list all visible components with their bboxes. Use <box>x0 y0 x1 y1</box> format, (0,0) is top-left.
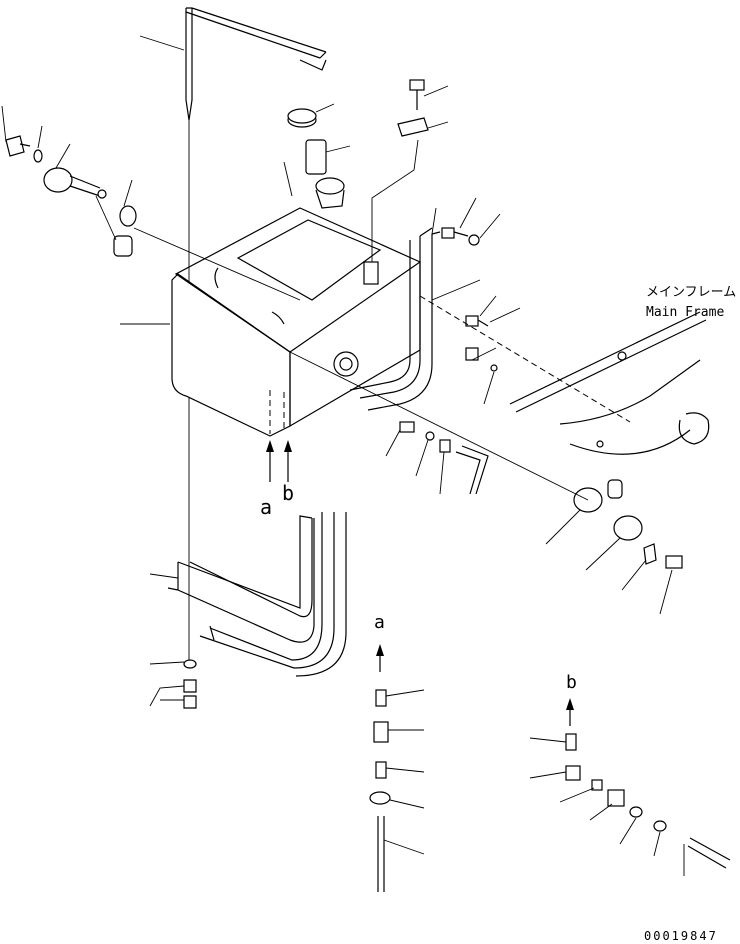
detail-a: a <box>369 612 391 892</box>
fuel-gauge-assembly <box>5 135 137 257</box>
clip-plate <box>397 117 429 137</box>
right-hardware <box>441 227 498 372</box>
right-tank-strap <box>349 227 441 411</box>
main-frame: メインフレーム Main Frame <box>419 285 736 455</box>
detail-b-label: b <box>566 672 577 693</box>
detail-b: b <box>565 672 731 869</box>
drawing-number: 00019847 <box>644 929 718 943</box>
tank-callout-arrows: a b <box>260 440 294 519</box>
main-frame-label-jp: メインフレーム <box>646 285 736 300</box>
detail-a-label: a <box>374 612 385 633</box>
filler-cap-assembly <box>287 108 345 209</box>
callout-b-label: b <box>282 481 294 505</box>
leader-bracket-plate <box>371 139 419 262</box>
leader-lines <box>1 35 685 876</box>
top-strap-bracket <box>185 7 327 121</box>
callout-a-label: a <box>260 495 272 519</box>
bracket-plate <box>363 261 379 285</box>
washer-nut-stack <box>183 659 197 709</box>
lower-tank-bracket <box>167 512 347 677</box>
bolt-top <box>409 79 425 110</box>
leader-gauge <box>95 195 301 301</box>
drain-fittings <box>399 421 489 495</box>
fuel-tank <box>171 207 422 437</box>
cover-plate-group <box>289 351 683 569</box>
main-frame-label-en: Main Frame <box>646 305 724 320</box>
